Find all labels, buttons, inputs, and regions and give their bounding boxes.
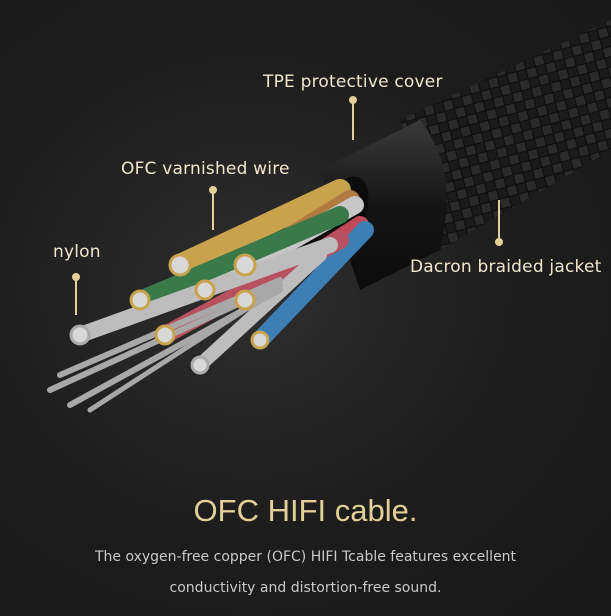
braided-jacket — [400, 20, 611, 250]
wire-ends — [69, 253, 270, 375]
label-tpe-cover: TPE protective cover — [263, 72, 443, 92]
label-dacron-jacket: Dacron braided jacket — [410, 257, 602, 277]
headline: OFC HIFI cable. — [193, 493, 418, 528]
label-pointers — [72, 96, 503, 315]
description-line-1: The oxygen-free copper (OFC) HIFI Tcable… — [94, 549, 517, 565]
label-nylon: nylon — [53, 242, 101, 262]
description-line-2: conductivity and distortion-free sound. — [169, 580, 442, 596]
label-ofc-wire: OFC varnished wire — [121, 159, 290, 179]
